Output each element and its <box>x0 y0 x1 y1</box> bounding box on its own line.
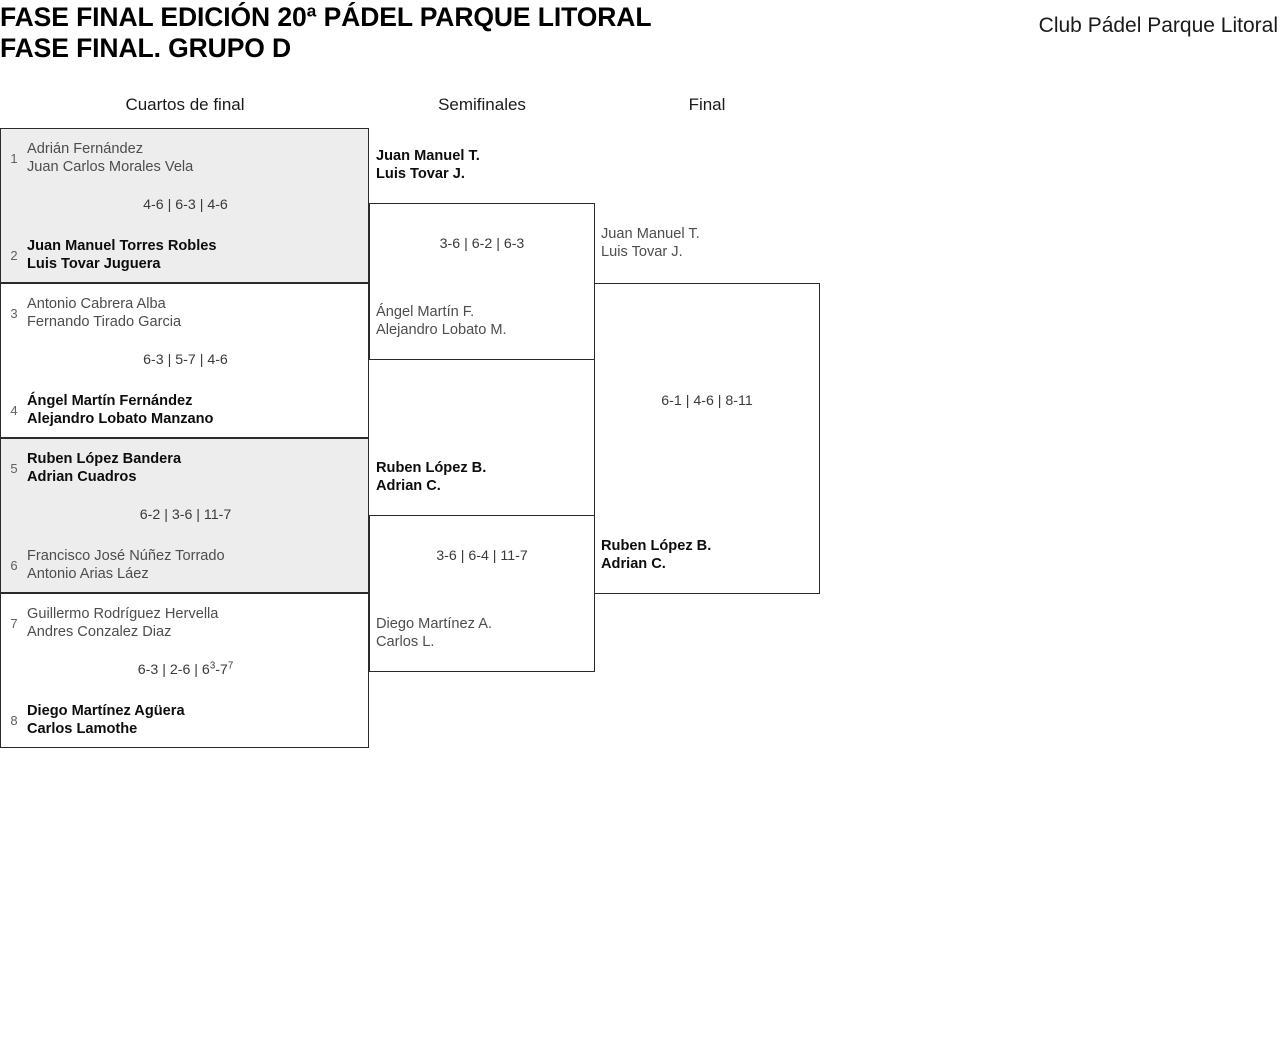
player-name-1: Francisco José Núñez Torrado <box>27 547 225 564</box>
quarterfinal-match-1[interactable]: 1 Adrián Fernández Juan Carlos Morales V… <box>0 128 369 283</box>
round-heading-quarterfinals: Cuartos de final <box>125 95 245 114</box>
match-team-bottom[interactable]: 2 Juan Manuel Torres Robles Luis Tovar J… <box>1 232 370 278</box>
final-team-bottom[interactable]: Ruben López B. Adrian C. <box>601 537 816 574</box>
seed-number: 8 <box>10 712 18 728</box>
player-name-2: Antonio Arias Láez <box>27 566 149 582</box>
player-name-1: Diego Martínez A. <box>376 616 492 632</box>
match-team-top[interactable]: 1 Adrián Fernández Juan Carlos Morales V… <box>1 135 370 181</box>
player-name-1: Juan Manuel T. <box>601 226 700 242</box>
player-name-2: Andres Conzalez Diaz <box>27 624 172 640</box>
player-name-1: Ruben López Bandera <box>27 450 182 467</box>
match-score: 6-3 | 2-6 | 63-77 <box>137 660 234 678</box>
player-name-2: Carlos Lamothe <box>27 721 138 737</box>
seed-number: 5 <box>10 460 18 476</box>
player-name-1: Ángel Martín Fernández <box>27 392 193 409</box>
match-team-bottom[interactable]: 6 Francisco José Núñez Torrado Antonio A… <box>1 542 370 588</box>
match-team-bottom[interactable]: 4 Ángel Martín Fernández Alejandro Lobat… <box>1 387 370 433</box>
semifinal-2-team-bottom[interactable]: Diego Martínez A. Carlos L. <box>376 615 591 652</box>
player-name-2: Juan Carlos Morales Vela <box>27 159 194 175</box>
player-name-2: Fernando Tirado Garcia <box>27 314 182 330</box>
player-name-1: Antonio Cabrera Alba <box>27 295 166 312</box>
round-heading-final: Final <box>688 95 726 114</box>
player-name-2: Luis Tovar J. <box>601 244 683 261</box>
match-team-top[interactable]: 7 Guillermo Rodríguez Hervella Andres Co… <box>1 600 370 646</box>
player-name-2: Luis Tovar Juguera <box>27 256 161 272</box>
team-players: Ruben López Bandera Adrian Cuadros <box>27 450 181 487</box>
player-name-1: Ruben López B. <box>601 538 712 554</box>
player-name-2: Alejandro Lobato Manzano <box>27 411 214 427</box>
match-score: 3-6 | 6-4 | 11-7 <box>436 548 528 564</box>
team-players: Diego Martínez Agüera Carlos Lamothe <box>27 702 185 739</box>
page-title: FASE FINAL EDICIÓN 20ª PÁDEL PARQUE LITO… <box>0 2 900 64</box>
semifinal-1-team-bottom[interactable]: Ángel Martín F. Alejandro Lobato M. <box>376 303 591 340</box>
player-name-2: Alejandro Lobato M. <box>376 322 507 339</box>
page-header: FASE FINAL EDICIÓN 20ª PÁDEL PARQUE LITO… <box>0 0 1280 80</box>
match-score: 6-2 | 3-6 | 11-7 <box>139 507 232 523</box>
match-team-bottom[interactable]: 8 Diego Martínez Agüera Carlos Lamothe <box>1 697 370 743</box>
quarterfinal-match-2[interactable]: 3 Antonio Cabrera Alba Fernando Tirado G… <box>0 283 369 438</box>
player-name-1: Juan Manuel T. <box>376 148 480 164</box>
team-players: Guillermo Rodríguez Hervella Andres Conz… <box>27 605 218 642</box>
quarterfinal-match-3[interactable]: 5 Ruben López Bandera Adrian Cuadros 6-2… <box>0 438 369 593</box>
player-name-1: Ruben López B. <box>376 460 487 476</box>
title-line-2: FASE FINAL. GRUPO D <box>0 33 292 63</box>
match-score: 3-6 | 6-2 | 6-3 <box>439 236 525 252</box>
team-players: Francisco José Núñez Torrado Antonio Ari… <box>27 547 225 584</box>
seed-number: 7 <box>10 615 18 631</box>
quarterfinal-match-4[interactable]: 7 Guillermo Rodríguez Hervella Andres Co… <box>0 593 369 748</box>
semifinal-2-team-top[interactable]: Ruben López B. Adrian C. <box>376 459 591 496</box>
player-name-2: Luis Tovar J. <box>376 166 465 183</box>
player-name-2: Carlos L. <box>376 634 435 651</box>
match-score: 6-3 | 5-7 | 4-6 <box>143 352 228 368</box>
seed-number: 3 <box>10 305 18 321</box>
player-name-2: Adrian C. <box>376 478 441 495</box>
round-heading-semifinals: Semifinales <box>438 95 526 114</box>
semifinal-1-team-top[interactable]: Juan Manuel T. Luis Tovar J. <box>376 147 591 184</box>
match-team-top[interactable]: 5 Ruben López Bandera Adrian Cuadros <box>1 445 370 491</box>
team-players: Adrián Fernández Juan Carlos Morales Vel… <box>27 140 193 177</box>
match-team-top[interactable]: 3 Antonio Cabrera Alba Fernando Tirado G… <box>1 290 370 336</box>
semifinal-match-1[interactable]: 3-6 | 6-2 | 6-3 <box>369 203 595 360</box>
team-players: Ángel Martín Fernández Alejandro Lobato … <box>27 392 213 429</box>
seed-number: 2 <box>10 247 18 263</box>
player-name-1: Ángel Martín F. <box>376 304 475 320</box>
seed-number: 6 <box>10 557 18 573</box>
player-name-2: Adrian C. <box>601 556 666 573</box>
player-name-1: Juan Manuel Torres Robles <box>27 237 217 254</box>
title-line-1: FASE FINAL EDICIÓN 20ª PÁDEL PARQUE LITO… <box>0 2 652 32</box>
seed-number: 1 <box>10 150 18 166</box>
player-name-1: Guillermo Rodríguez Hervella <box>27 605 219 622</box>
seed-number: 4 <box>10 402 18 418</box>
match-score: 4-6 | 6-3 | 4-6 <box>143 197 228 213</box>
match-score: 6-1 | 4-6 | 8-11 <box>661 393 753 409</box>
player-name-2: Adrian Cuadros <box>27 469 137 485</box>
final-team-top[interactable]: Juan Manuel T. Luis Tovar J. <box>601 225 816 262</box>
player-name-1: Diego Martínez Agüera <box>27 702 185 719</box>
final-match[interactable]: 6-1 | 4-6 | 8-11 <box>594 283 820 594</box>
player-name-1: Adrián Fernández <box>27 140 144 157</box>
club-name: Club Pádel Parque Litoral <box>1038 14 1278 37</box>
team-players: Antonio Cabrera Alba Fernando Tirado Gar… <box>27 295 181 332</box>
team-players: Juan Manuel Torres Robles Luis Tovar Jug… <box>27 237 217 274</box>
